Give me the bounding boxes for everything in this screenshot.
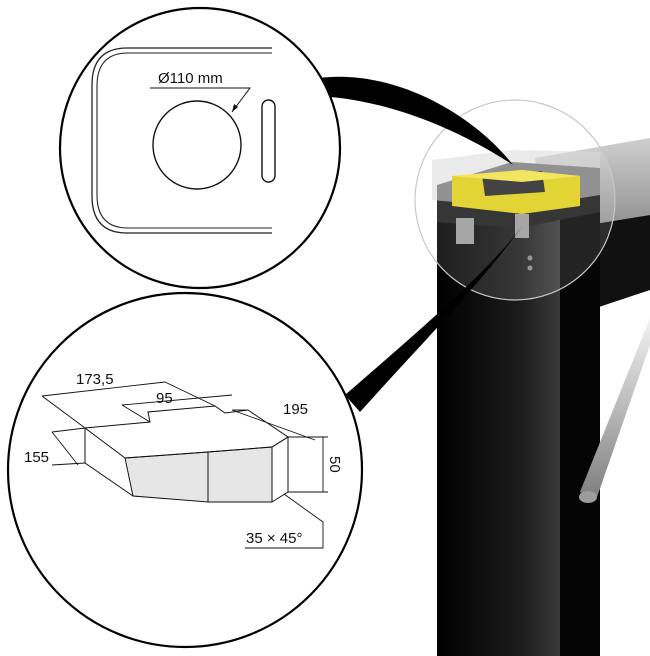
slot: [261, 99, 276, 183]
dim-line-195: [231, 409, 316, 441]
post-right-face: [560, 210, 600, 656]
dim-label-chamfer: 35 × 45°: [246, 530, 302, 547]
block-front-left: [124, 451, 209, 503]
block-right-chamfer: [271, 436, 289, 503]
highlight-lens: [414, 99, 616, 301]
bottom-detail: 173,5 95 195 155 50 35 × 45°: [6, 291, 364, 649]
ext-line-8: [51, 462, 86, 466]
clamp-right: [515, 214, 529, 238]
block-front-right: [207, 446, 273, 503]
plate-outline: [91, 47, 272, 234]
clamp-left: [456, 218, 474, 244]
hole-110: [152, 100, 242, 190]
ext-line-7: [51, 427, 86, 433]
turnstile-render: [414, 99, 650, 656]
top-detail: Ø110 mm: [58, 6, 342, 290]
dim-label-195: 195: [283, 401, 308, 418]
arm-end-cap: [579, 491, 597, 503]
ext-line-1: [41, 395, 86, 429]
diameter-leader: [150, 87, 251, 113]
dim-line-173: [41, 381, 166, 397]
diameter-label: Ø110 mm: [158, 70, 223, 87]
post-body: [437, 215, 590, 656]
connector-top: [298, 76, 513, 165]
dim-label-173: 173,5: [76, 371, 114, 388]
connector-bottom: [345, 225, 523, 412]
screw-1: [527, 255, 533, 261]
yellow-insert: [452, 170, 580, 214]
dim-label-50: 50: [326, 456, 343, 473]
ext-line-3: [121, 404, 151, 423]
dim-label-155: 155: [24, 449, 49, 466]
chamfer-leader: [245, 493, 324, 549]
diameter-arrow: [232, 104, 238, 112]
dim-label-95: 95: [156, 390, 173, 407]
turnstile-arm: [580, 318, 650, 500]
screw-2: [527, 265, 533, 271]
plate-outline-inner: [96, 52, 272, 229]
dim-line-95: [121, 394, 233, 406]
dim-line-155: [51, 431, 79, 466]
ext-line-2: [164, 381, 216, 407]
